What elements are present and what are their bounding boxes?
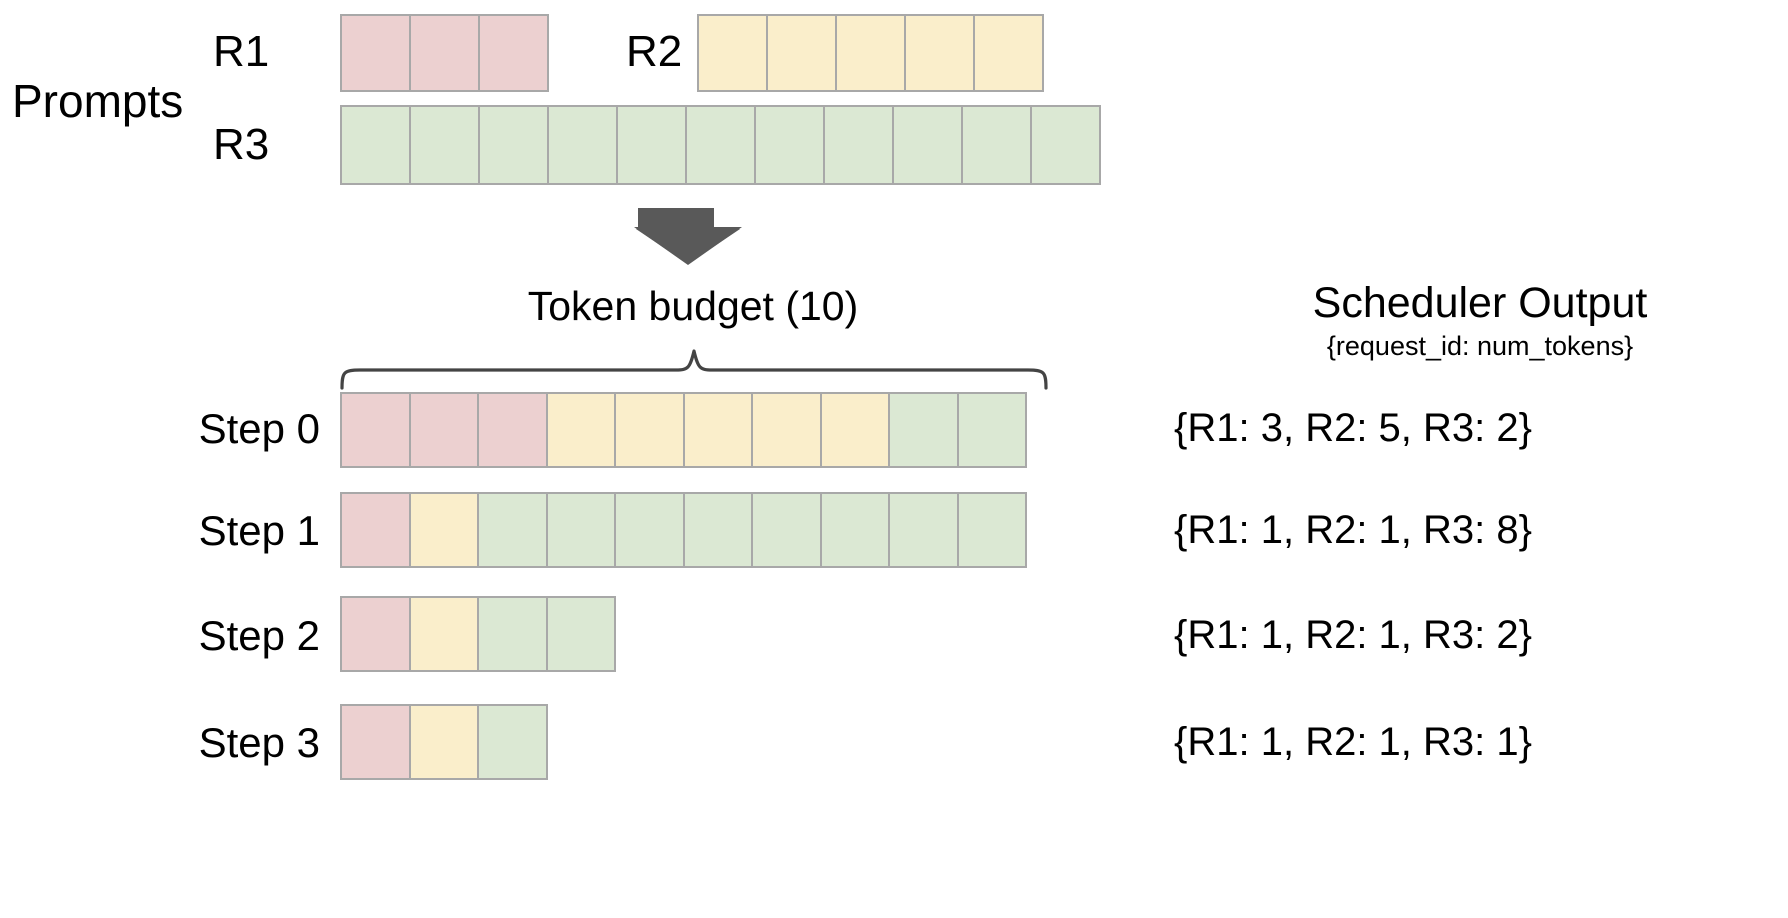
scheduler-output-line-2: {R1: 1, R2: 1, R3: 2} (1174, 613, 1532, 657)
token-cell-r3 (685, 105, 756, 185)
token-cell-r2 (835, 14, 906, 92)
step-label-0: Step 0 (198, 405, 320, 452)
token-cell-r1 (340, 596, 411, 672)
token-cell-r3 (477, 492, 548, 568)
prompt-row-r2 (697, 14, 1044, 92)
token-cell-r3 (409, 105, 480, 185)
token-budget-label: Token budget (10) (527, 283, 859, 329)
token-cell-r2 (697, 14, 768, 92)
token-cell-r2 (614, 392, 685, 468)
token-cell-r3 (547, 105, 618, 185)
token-cell-r2 (751, 392, 822, 468)
token-cell-r3 (1030, 105, 1101, 185)
step-row-2 (340, 596, 616, 672)
token-cell-r1 (340, 704, 411, 780)
prompts-group-label: Prompts (12, 75, 184, 127)
request-label-r3: R3 (213, 120, 270, 169)
token-cell-r3 (754, 105, 825, 185)
token-cell-r3 (614, 492, 685, 568)
token-cell-r2 (408, 492, 479, 568)
token-cell-r3 (751, 492, 822, 568)
token-cell-r3 (682, 492, 753, 568)
token-cell-r1 (408, 392, 479, 468)
token-cell-r3 (956, 492, 1027, 568)
step-row-0 (340, 392, 1027, 468)
token-cell-r1 (340, 492, 411, 568)
token-cell-r3 (545, 596, 616, 672)
token-cell-r1 (478, 14, 549, 92)
token-cell-r3 (819, 492, 890, 568)
token-cell-r3 (823, 105, 894, 185)
scheduler-output-line-3: {R1: 1, R2: 1, R3: 1} (1174, 720, 1532, 764)
step-row-3 (340, 704, 548, 780)
scheduler-output-line-1: {R1: 1, R2: 1, R3: 8} (1174, 508, 1532, 552)
token-cell-r2 (682, 392, 753, 468)
token-cell-r3 (477, 704, 548, 780)
token-cell-r2 (904, 14, 975, 92)
scheduler-output-line-0: {R1: 3, R2: 5, R3: 2} (1174, 406, 1532, 450)
token-cell-r2 (819, 392, 890, 468)
token-cell-r3 (961, 105, 1032, 185)
step-label-2: Step 2 (198, 612, 320, 659)
token-cell-r2 (545, 392, 616, 468)
scheduler-output-title: Scheduler Output (1312, 279, 1648, 327)
token-cell-r2 (408, 704, 479, 780)
request-label-r2: R2 (626, 27, 683, 76)
token-cell-r2 (766, 14, 837, 92)
token-cell-r1 (409, 14, 480, 92)
token-cell-r3 (545, 492, 616, 568)
token-cell-r3 (888, 392, 959, 468)
token-cell-r3 (888, 492, 959, 568)
token-cell-r3 (477, 596, 548, 672)
token-budget-brace (338, 348, 1050, 395)
token-cell-r2 (408, 596, 479, 672)
flow-arrow (630, 205, 750, 272)
request-label-r1: R1 (213, 27, 270, 76)
token-cell-r2 (973, 14, 1044, 92)
token-cell-r3 (478, 105, 549, 185)
step-label-1: Step 1 (198, 507, 320, 554)
scheduler-output-subtitle: {request_id: num_tokens} (1326, 331, 1634, 361)
step-row-1 (340, 492, 1027, 568)
curly-brace-icon (340, 349, 1048, 390)
token-cell-r1 (340, 14, 411, 92)
prompt-row-r1 (340, 14, 549, 92)
prompt-row-r3 (340, 105, 1101, 185)
token-cell-r3 (956, 392, 1027, 468)
token-cell-r3 (616, 105, 687, 185)
down-arrow-icon (634, 208, 742, 265)
token-cell-r1 (340, 392, 411, 468)
token-cell-r3 (340, 105, 411, 185)
token-cell-r1 (477, 392, 548, 468)
token-cell-r3 (892, 105, 963, 185)
step-label-3: Step 3 (198, 719, 320, 766)
